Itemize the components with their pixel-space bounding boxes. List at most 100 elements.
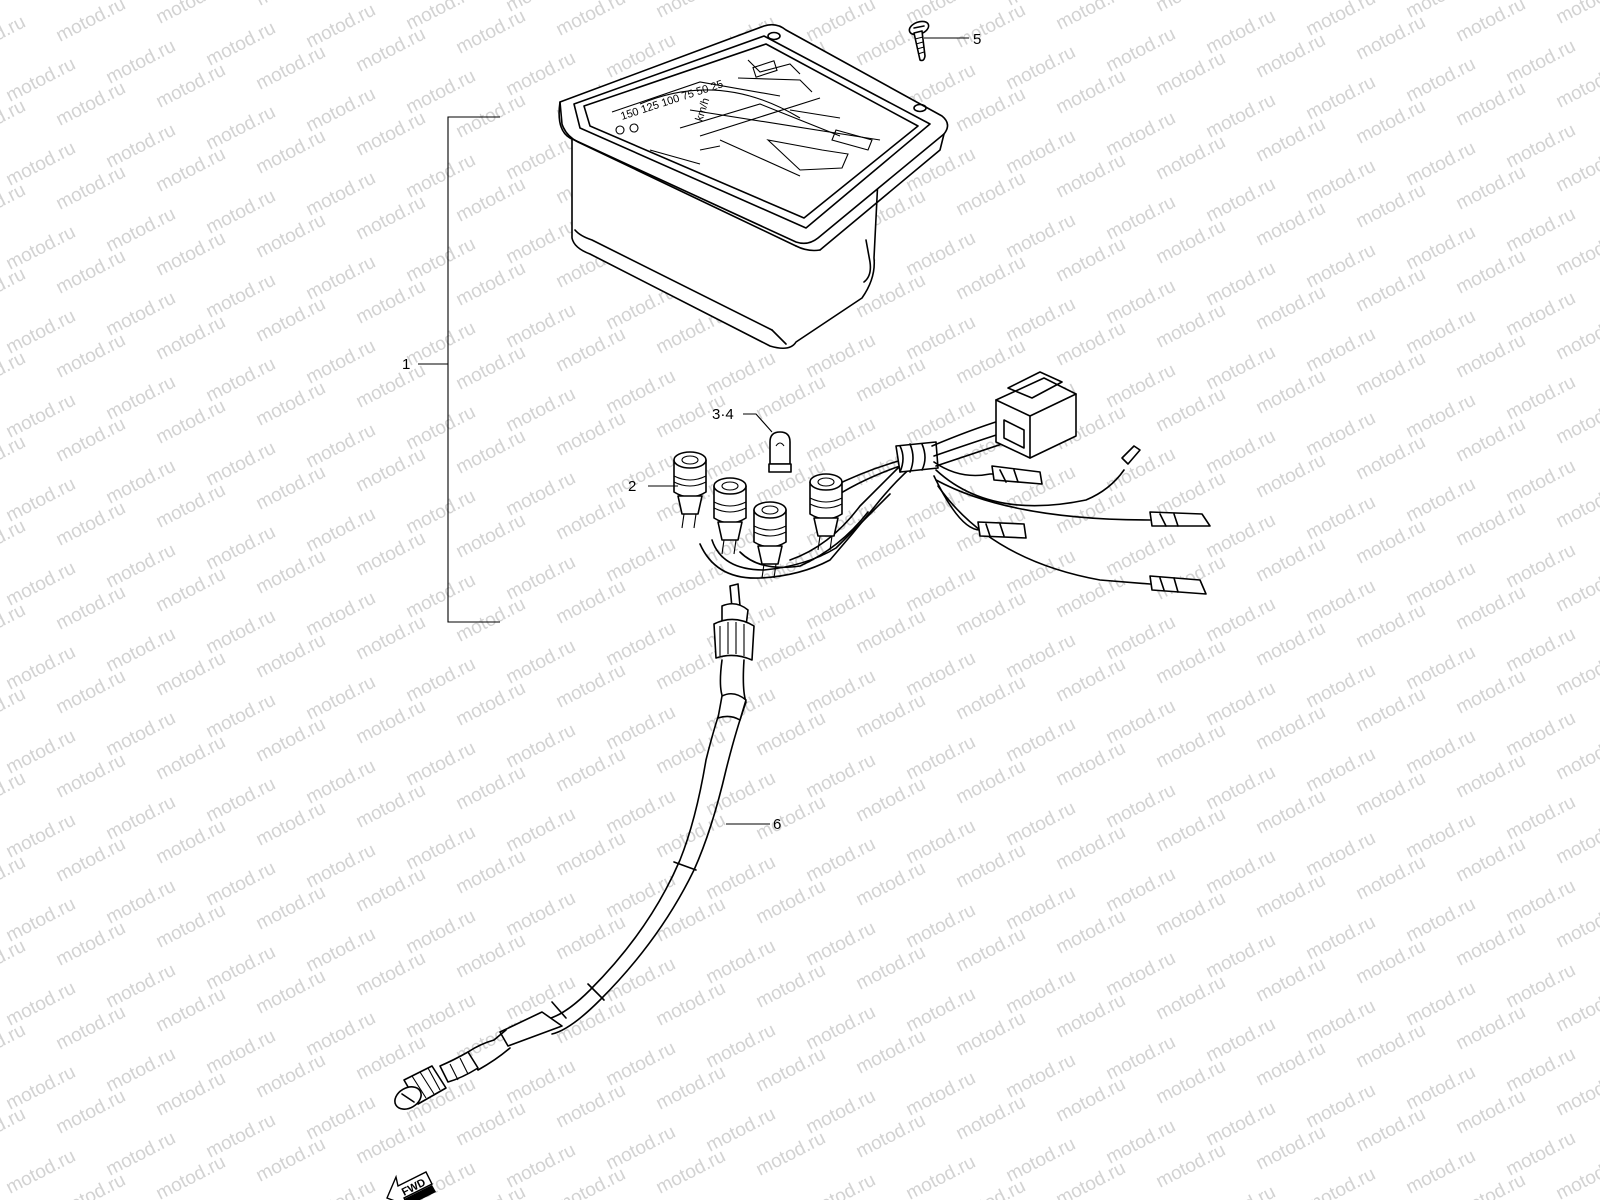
watermark-text: motod.ru: [1253, 870, 1329, 923]
watermark-text: motod.ru: [653, 810, 729, 863]
watermark-text: motod.ru: [153, 228, 229, 281]
watermark-text: motod.ru: [453, 1182, 529, 1200]
watermark-text: motod.ru: [1053, 654, 1129, 707]
watermark-text: motod.ru: [53, 78, 129, 131]
watermark-text: motod.ru: [1553, 396, 1600, 449]
watermark-text: motod.ru: [153, 816, 229, 869]
watermark-text: motod.ru: [653, 0, 729, 22]
watermark-text: motod.ru: [153, 144, 229, 197]
watermark-text: motod.ru: [1353, 852, 1429, 905]
watermark-text: motod.ru: [53, 162, 129, 215]
watermark-text: motod.ru: [53, 498, 129, 551]
watermark-text: motod.ru: [353, 1116, 429, 1169]
watermark-text: motod.ru: [1353, 516, 1429, 569]
watermark-text: motod.ru: [653, 1062, 729, 1115]
watermark-text: motod.ru: [1453, 1086, 1529, 1139]
watermark-text: motod.ru: [1203, 1182, 1279, 1200]
watermark-text: motod.ru: [353, 528, 429, 581]
watermark-text: motod.ru: [1053, 738, 1129, 791]
watermark-text: motod.ru: [1253, 114, 1329, 167]
watermark-text: motod.ru: [453, 342, 529, 395]
watermark-text: motod.ru: [0, 1020, 29, 1073]
watermark-text: motod.ru: [1353, 1020, 1429, 1073]
watermark-text: motod.ru: [1153, 972, 1229, 1025]
watermark-text: motod.ru: [453, 1098, 529, 1151]
watermark-text: motod.ru: [1253, 366, 1329, 419]
callout-6: 6: [773, 816, 781, 833]
watermark-text: motod.ru: [353, 864, 429, 917]
watermark-text: motod.ru: [953, 252, 1029, 305]
watermark-text: motod.ru: [0, 936, 29, 989]
watermark-text: motod.ru: [1353, 600, 1429, 653]
watermark-text: motod.ru: [1553, 0, 1600, 28]
watermark-text: motod.ru: [1253, 702, 1329, 755]
watermark-text: motod.ru: [153, 732, 229, 785]
watermark-text: motod.ru: [553, 996, 629, 1049]
watermark-text: motod.ru: [553, 492, 629, 545]
speedometer-cable: [394, 583, 755, 1110]
watermark-text: motod.ru: [1553, 564, 1600, 617]
watermark-text: motod.ru: [3, 0, 79, 4]
watermark-text: motod.ru: [453, 762, 529, 815]
watermark-text: motod.ru: [53, 834, 129, 887]
watermark-text: motod.ru: [1253, 282, 1329, 335]
watermark-text: motod.ru: [1153, 0, 1229, 16]
watermark-text: motod.ru: [1353, 936, 1429, 989]
watermark-text: motod.ru: [1553, 1068, 1600, 1121]
watermark-text: motod.ru: [1453, 0, 1529, 46]
lamp-socket: [753, 501, 787, 579]
wiring-harness: [673, 371, 1211, 595]
watermark-text: motod.ru: [1253, 786, 1329, 839]
spade-terminal: [1149, 511, 1211, 527]
watermark-text: motod.ru: [453, 258, 529, 311]
watermark-text: motod.ru: [1253, 30, 1329, 83]
watermark-text: motod.ru: [153, 312, 229, 365]
watermark-text: motod.ru: [1303, 1164, 1379, 1200]
watermark-text: motod.ru: [653, 1146, 729, 1199]
watermark-text: motod.ru: [753, 372, 829, 425]
lamp-sockets: [673, 451, 843, 579]
watermark-text: motod.ru: [453, 930, 529, 983]
watermark-text: motod.ru: [53, 666, 129, 719]
watermark-text: motod.ru: [153, 480, 229, 533]
watermark-text: motod.ru: [1053, 486, 1129, 539]
spade-terminal: [1149, 575, 1207, 595]
watermark-text: motod.ru: [353, 444, 429, 497]
watermark-text: motod.ru: [353, 276, 429, 329]
watermark-text: motod.ru: [1053, 234, 1129, 287]
watermark-text: motod.ru: [353, 24, 429, 77]
watermark-text: motod.ru: [53, 750, 129, 803]
watermark-text: motod.ru: [753, 0, 829, 4]
watermark-text: motod.ru: [953, 0, 1029, 52]
watermark-text: motod.ru: [853, 354, 929, 407]
watermark-text: motod.ru: [253, 966, 329, 1019]
callout-1: 1: [402, 356, 410, 373]
watermark-text: motod.ru: [1553, 816, 1600, 869]
watermark-text: motod.ru: [953, 1008, 1029, 1061]
watermark-text: motod.ru: [53, 1086, 129, 1139]
watermark-text: motod.ru: [1553, 984, 1600, 1037]
watermark-text: motod.ru: [0, 684, 29, 737]
watermark-text: motod.ru: [253, 462, 329, 515]
main-connector: [995, 377, 1077, 459]
watermark-text: motod.ru: [453, 510, 529, 563]
watermark-text: motod.ru: [453, 6, 529, 59]
watermark-text: motod.ru: [1053, 822, 1129, 875]
watermark-text: motod.ru: [1153, 888, 1229, 941]
watermark-text: motod.ru: [1453, 750, 1529, 803]
watermark-text: motod.ru: [453, 90, 529, 143]
watermark-text: motod.ru: [253, 210, 329, 263]
callout-5: 5: [973, 31, 981, 48]
watermark-text: motod.ru: [253, 42, 329, 95]
watermark-text: motod.ru: [253, 294, 329, 347]
watermark-text: motod.ru: [253, 798, 329, 851]
watermark-text: motod.ru: [803, 1170, 879, 1200]
spade-terminal: [977, 521, 1027, 539]
watermark-text: motod.ru: [1253, 618, 1329, 671]
watermark-text: motod.ru: [0, 264, 29, 317]
watermark-text: motod.ru: [753, 1044, 829, 1097]
watermark-text: motod.ru: [253, 1050, 329, 1103]
watermark-text: motod.ru: [553, 576, 629, 629]
watermark-text: motod.ru: [1553, 648, 1600, 701]
